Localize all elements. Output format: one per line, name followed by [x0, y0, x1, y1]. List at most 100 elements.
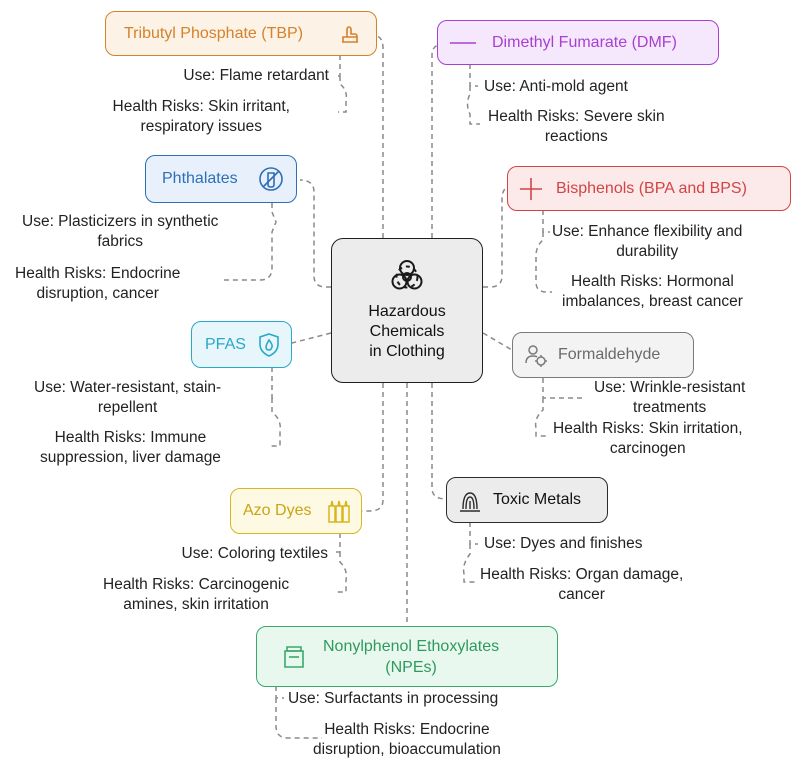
node-label: Nonylphenol Ethoxylates (NPEs): [323, 636, 499, 678]
note-line: Health Risks: Skin irritation,: [553, 420, 743, 437]
azo-use: Use: Coloring textiles: [182, 544, 328, 564]
node-bisphenols[interactable]: Bisphenols (BPA and BPS): [507, 166, 791, 211]
cross-icon: [518, 176, 544, 202]
connector-phthalates-notes: [224, 203, 277, 281]
hand-icon: [338, 22, 362, 46]
note-line: Health Risks: Skin irritant,: [112, 98, 290, 115]
npe-risks: Health Risks: Endocrine disruption, bioa…: [313, 720, 501, 760]
node-label: Bisphenols (BPA and BPS): [556, 179, 747, 197]
node-dmf[interactable]: Dimethyl Fumarate (DMF): [437, 20, 719, 65]
note-line: Health Risks: Carcinogenic: [103, 576, 290, 593]
note-line: Use: Surfactants in processing: [288, 690, 499, 707]
tbp-use: Use: Flame retardant: [183, 66, 329, 86]
note-line: Use: Water-resistant, stain-: [34, 379, 222, 396]
center-title-line: in Clothing: [369, 343, 445, 360]
formaldehyde-risks: Health Risks: Skin irritation, carcinoge…: [553, 419, 743, 459]
note-line: fabrics: [97, 233, 144, 250]
note-line: respiratory issues: [140, 118, 262, 135]
water-shield-icon: [257, 332, 281, 358]
connector-metals-notes: [462, 522, 478, 583]
node-label: Dimethyl Fumarate (DMF): [492, 33, 677, 51]
node-azo[interactable]: Azo Dyes: [230, 488, 362, 534]
note-line: repellent: [97, 399, 158, 416]
node-tbp[interactable]: Tributyl Phosphate (TBP): [105, 11, 377, 56]
container-icon: [281, 644, 307, 670]
dash-line-icon: [448, 38, 478, 48]
note-line: suppression, liver damage: [40, 449, 221, 466]
connector-pfas-notes: [270, 367, 282, 447]
connector-center-tbp: [365, 34, 384, 238]
dmf-use: Use: Anti-mold agent: [484, 77, 628, 97]
center-title: Hazardous Chemicals in Clothing: [368, 302, 445, 362]
phthalates-risks: Health Risks: Endocrine disruption, canc…: [15, 264, 180, 304]
note-line: Use: Flame retardant: [183, 67, 329, 84]
node-phthalates[interactable]: Phthalates: [145, 155, 297, 203]
note-line: Use: Anti-mold agent: [484, 78, 628, 95]
note-line: treatments: [633, 399, 707, 416]
node-formaldehyde[interactable]: Formaldehyde: [512, 332, 694, 378]
connector-center-phthalates: [299, 179, 331, 288]
note-line: amines, skin irritation: [123, 596, 269, 613]
connector-center-metals: [431, 383, 447, 500]
node-pfas[interactable]: PFAS: [191, 321, 292, 368]
person-gear-icon: [523, 342, 549, 368]
center-node[interactable]: Hazardous Chemicals in Clothing: [331, 238, 483, 383]
node-npe[interactable]: Nonylphenol Ethoxylates (NPEs): [256, 626, 558, 687]
pfas-use: Use: Water-resistant, stain- repellent: [34, 378, 221, 418]
note-line: disruption, cancer: [36, 285, 159, 302]
connector-center-formaldehyde: [482, 332, 513, 351]
note-line: Use: Wrinkle-resistant: [594, 379, 746, 396]
paint-tubes-icon: [326, 498, 352, 524]
connector-center-azo: [362, 383, 384, 512]
note-line: Health Risks: Endocrine: [15, 265, 181, 282]
center-title-line: Chemicals: [369, 323, 445, 340]
metals-use: Use: Dyes and finishes: [484, 534, 643, 554]
bisphenols-use: Use: Enhance flexibility and durability: [552, 222, 742, 262]
connector-bisphenols-notes: [535, 210, 552, 293]
note-line: cancer: [558, 586, 605, 603]
node-label: Phthalates: [162, 170, 238, 187]
npe-use: Use: Surfactants in processing: [288, 689, 498, 709]
connector-azo-notes: [334, 533, 348, 593]
metals-risks: Health Risks: Organ damage, cancer: [480, 565, 683, 605]
node-label: Azo Dyes: [243, 502, 312, 519]
node-metals[interactable]: Toxic Metals: [446, 477, 608, 523]
connector-center-bisphenols: [483, 187, 509, 288]
tbp-risks: Health Risks: Skin irritant, respiratory…: [113, 97, 290, 137]
bisphenols-risks: Health Risks: Hormonal imbalances, breas…: [562, 272, 743, 312]
note-line: Health Risks: Severe skin: [488, 108, 665, 125]
note-line: Health Risks: Endocrine: [324, 721, 490, 738]
note-line: carcinogen: [609, 440, 686, 457]
connector-formaldehyde-notes: [534, 378, 586, 437]
node-label-line: (NPEs): [385, 658, 437, 676]
biohazard-icon: [390, 259, 424, 298]
formaldehyde-use: Use: Wrinkle-resistant treatments: [594, 378, 745, 418]
note-line: Health Risks: Organ damage,: [480, 566, 684, 583]
connector-tbp-notes: [334, 55, 348, 113]
node-label: PFAS: [205, 335, 246, 353]
dmf-risks: Health Risks: Severe skin reactions: [488, 107, 665, 147]
note-line: durability: [616, 243, 679, 260]
note-line: Use: Plasticizers in synthetic: [22, 213, 219, 230]
note-line: Health Risks: Immune: [54, 429, 207, 446]
pfas-risks: Health Risks: Immune suppression, liver …: [40, 428, 221, 468]
node-label: Tributyl Phosphate (TBP): [124, 24, 304, 42]
node-label-line: Nonylphenol Ethoxylates: [323, 637, 500, 655]
note-line: Use: Coloring textiles: [181, 545, 328, 562]
note-line: Use: Enhance flexibility and: [552, 223, 743, 240]
note-line: Health Risks: Hormonal: [571, 273, 734, 290]
phthalates-use: Use: Plasticizers in synthetic fabrics: [22, 212, 218, 252]
connector-dmf-notes: [466, 64, 480, 125]
azo-risks: Health Risks: Carcinogenic amines, skin …: [103, 575, 289, 615]
connector-center-pfas: [291, 332, 332, 344]
center-title-line: Hazardous: [368, 303, 446, 320]
node-label: Toxic Metals: [493, 491, 582, 508]
connector-npe-notes: [275, 686, 322, 739]
connector-center-dmf: [431, 43, 445, 238]
fingerprint-icon: [457, 487, 483, 513]
node-label: Formaldehyde: [558, 346, 661, 363]
note-line: Use: Dyes and finishes: [484, 535, 643, 552]
note-line: reactions: [544, 128, 608, 145]
note-line: imbalances, breast cancer: [562, 293, 743, 310]
